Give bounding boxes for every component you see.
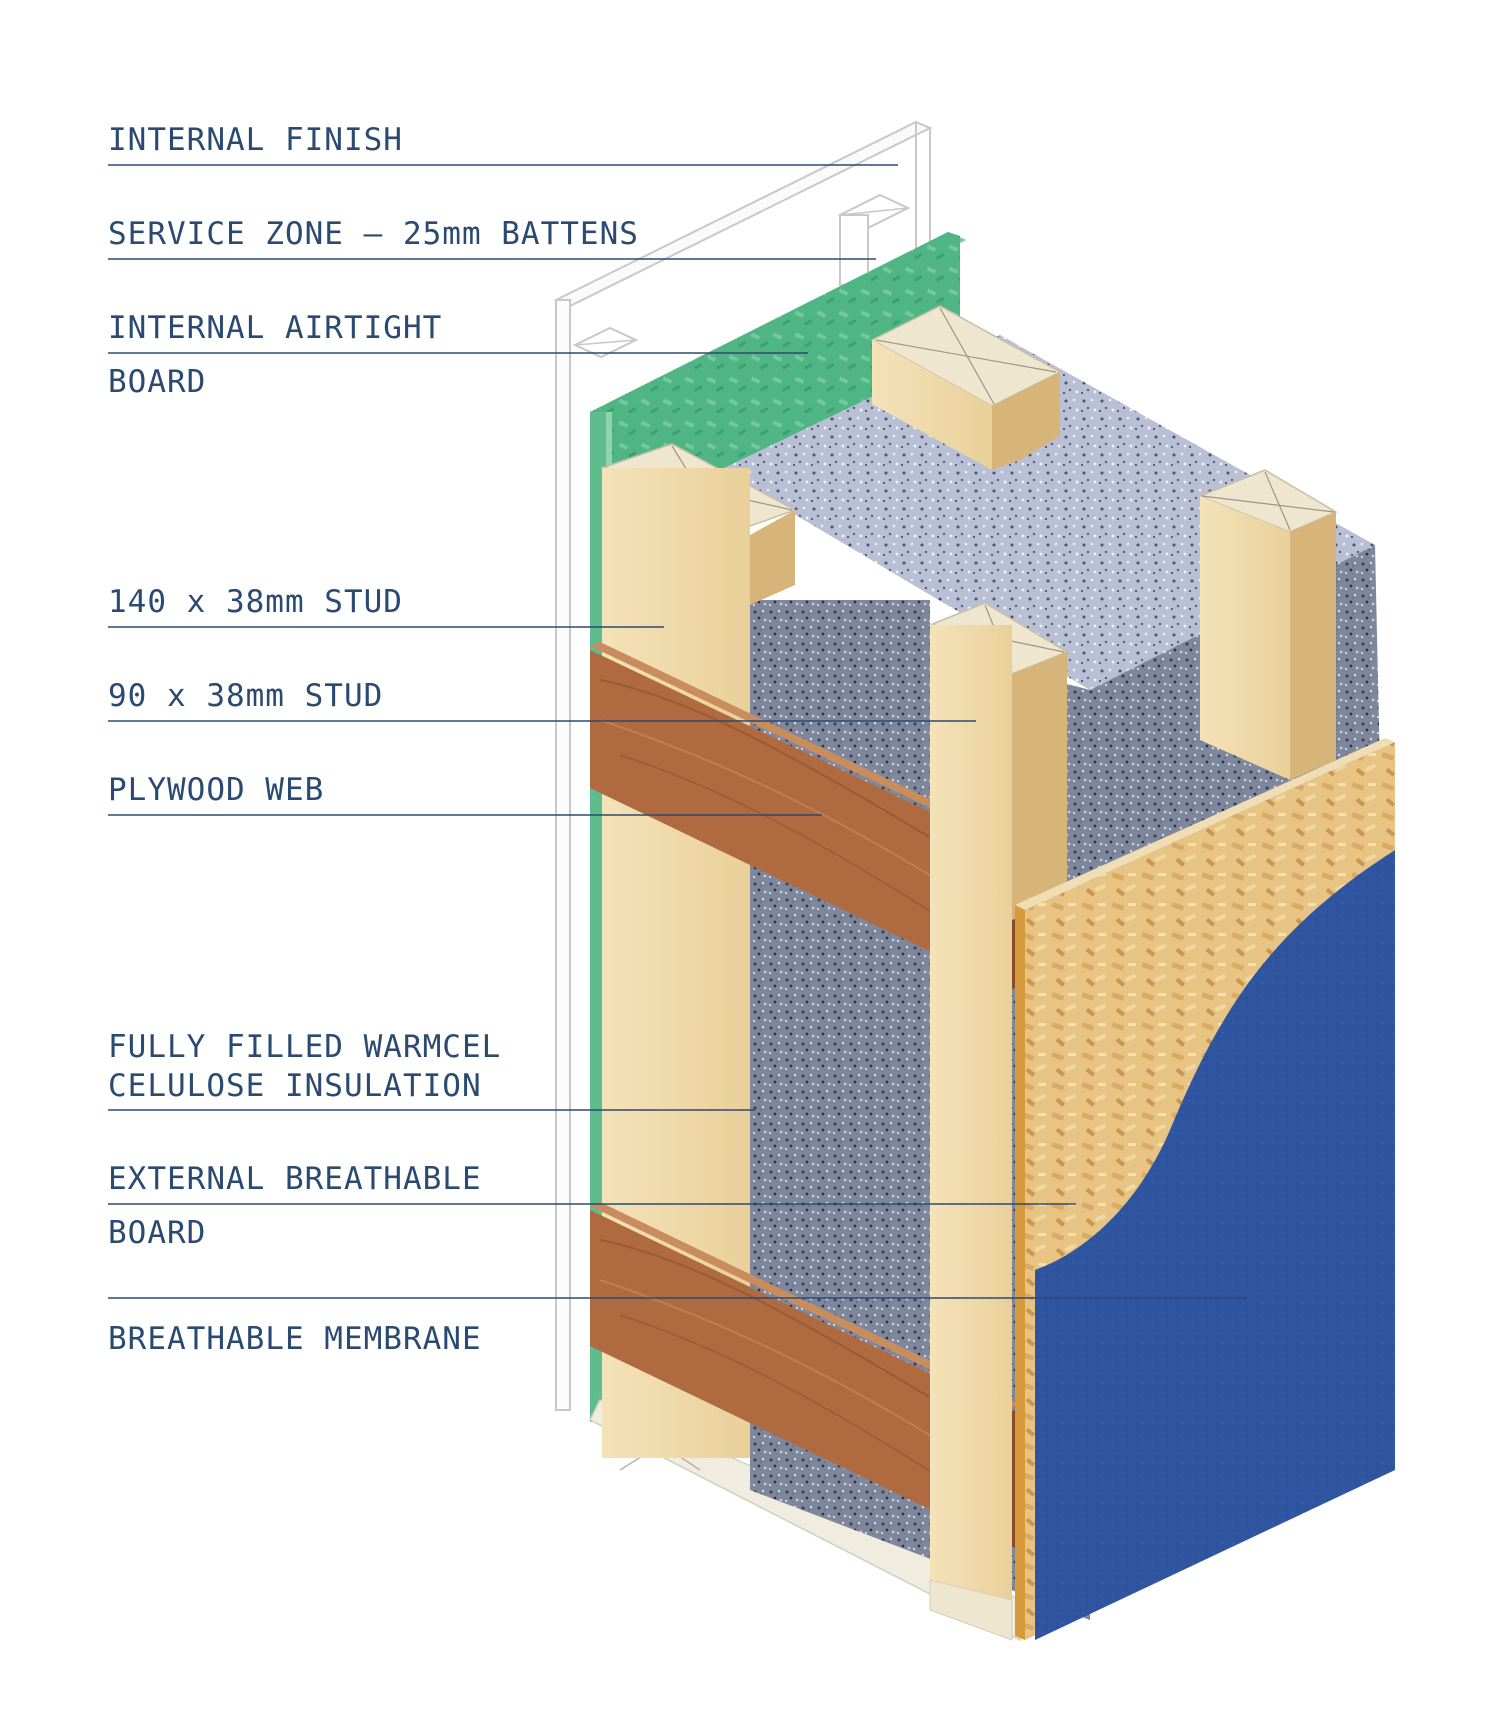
label-insulation-line2: CELULOSE INSULATION: [108, 1068, 482, 1104]
label-service-zone: SERVICE ZONE – 25mm BATTENS: [108, 216, 639, 252]
plywood-web-lower: [590, 1202, 1020, 1548]
label-insulation-line1: FULLY FILLED WARMCEL: [108, 1029, 502, 1065]
right-back-stud: [1197, 469, 1338, 780]
stud-90x38: [928, 602, 1069, 1641]
label-breathable-board-line2: BOARD: [108, 1215, 207, 1251]
label-membrane: BREATHABLE MEMBRANE: [108, 1321, 482, 1357]
leader-lines: [108, 164, 1246, 1299]
label-airtight-board-line1: INTERNAL AIRTIGHT: [108, 310, 443, 346]
label-internal-finish: INTERNAL FINISH: [108, 122, 403, 158]
label-stud-140: 140 x 38mm STUD: [108, 584, 403, 620]
service-batten: [572, 193, 911, 359]
label-stud-90: 90 x 38mm STUD: [108, 678, 384, 714]
internal-finish-board: [553, 120, 933, 1411]
label-airtight-board-line2: BOARD: [108, 364, 207, 400]
breathable-membrane: [1035, 850, 1395, 1640]
back-stud: [870, 305, 1062, 470]
label-breathable-board-line1: EXTERNAL BREATHABLE: [108, 1161, 482, 1197]
label-plywood-web: PLYWOOD WEB: [108, 772, 325, 808]
